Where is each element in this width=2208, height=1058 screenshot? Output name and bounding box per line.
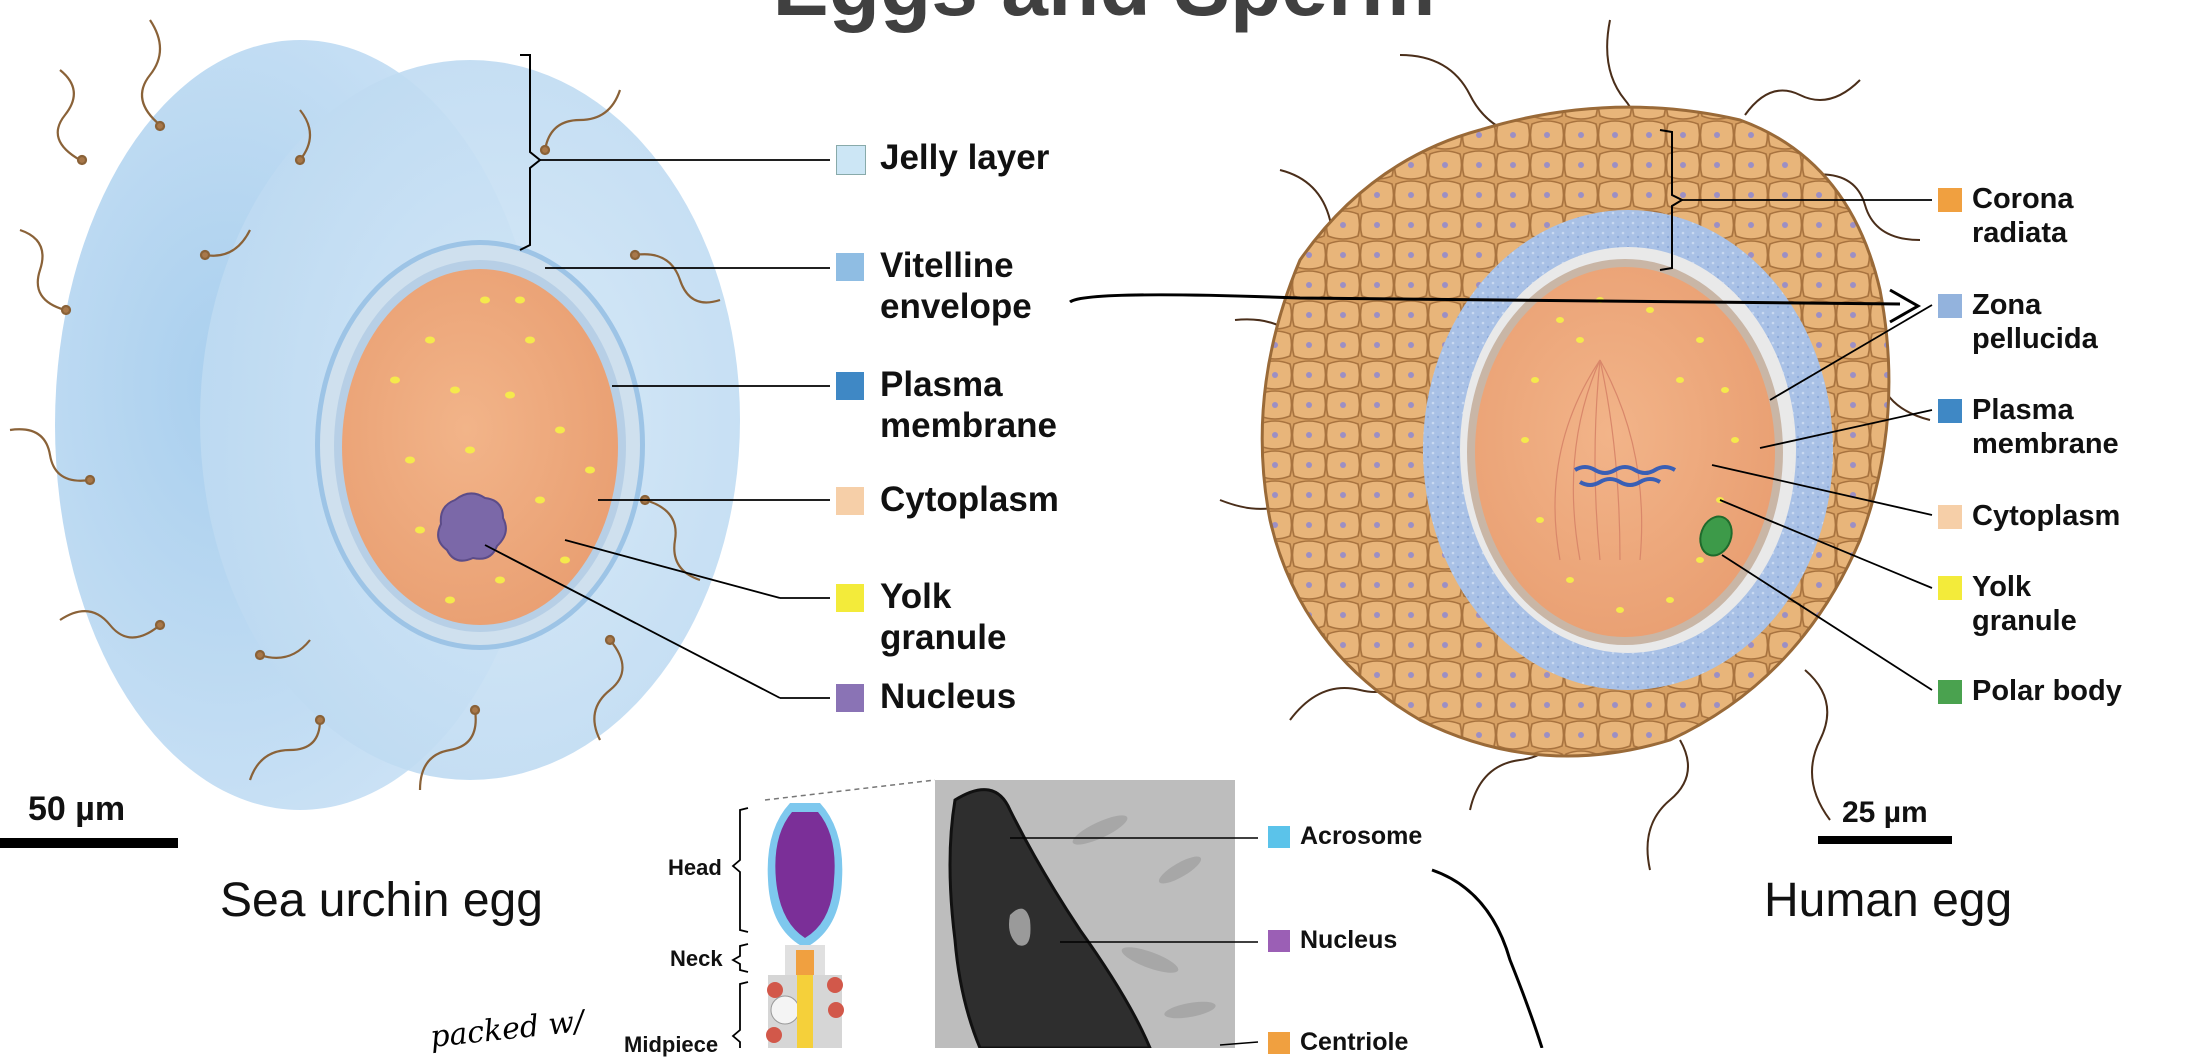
- acrosome-label: Acrosome: [1300, 822, 1423, 850]
- sperm-neck-label: Neck: [670, 946, 723, 971]
- human-cytoplasm-swatch: [1938, 505, 1962, 529]
- cytoplasm-swatch: [836, 487, 864, 515]
- sperm-nucleus-label: Nucleus: [1300, 926, 1398, 954]
- sea-urchin-scale-label: 50 µm: [28, 790, 126, 828]
- sea-urchin-egg-illustration: [9, 19, 830, 810]
- sperm-nucleus-swatch: [1268, 930, 1290, 952]
- plasma-membrane-label: Plasma membrane: [880, 365, 1058, 445]
- jelly-layer-swatch: [836, 145, 866, 175]
- slide-title: Eggs and Sperm: [0, 0, 2208, 35]
- sea-urchin-caption: Sea urchin egg: [220, 874, 543, 927]
- human-scale-bar: [1818, 836, 1952, 844]
- human-yolk-granule-label: Yolk granule: [1972, 571, 2077, 637]
- nucleus-shape: [437, 492, 507, 562]
- jelly-layer-label: Jelly layer: [880, 138, 1050, 177]
- plasma-membrane-swatch: [836, 372, 864, 400]
- corona-radiata-swatch: [1938, 188, 1962, 212]
- sperm-head-label: Head: [668, 855, 722, 880]
- acrosome-swatch: [1268, 826, 1290, 848]
- zona-pellucida-label: Zona pellucida: [1972, 289, 2098, 355]
- zona-pellucida-swatch: [1938, 294, 1962, 318]
- yolk-granule-swatch: [836, 584, 864, 612]
- human-scale-label: 25 µm: [1842, 796, 1928, 829]
- vitelline-envelope-label: Vitelline envelope: [880, 246, 1032, 326]
- nucleus-label: Nucleus: [880, 677, 1017, 716]
- polar-body-label: Polar body: [1972, 675, 2122, 707]
- human-plasma-membrane-swatch: [1938, 399, 1962, 423]
- sperm-illustration: [731, 779, 1259, 1048]
- yolk-granule-label: Yolk granule: [880, 577, 1007, 657]
- vitelline-envelope-swatch: [836, 253, 864, 281]
- human-caption: Human egg: [1764, 874, 2013, 927]
- human-cytoplasm-label: Cytoplasm: [1972, 500, 2121, 532]
- polar-body-shape: [1699, 515, 1733, 557]
- centriole-label: Centriole: [1300, 1028, 1409, 1056]
- nucleus-swatch: [836, 684, 864, 712]
- human-yolk-granule-swatch: [1938, 576, 1962, 600]
- cytoplasm-label: Cytoplasm: [880, 480, 1059, 519]
- corona-radiata-label: Corona radiata: [1972, 183, 2074, 249]
- handwritten-annotations: [1069, 288, 1922, 1048]
- polar-body-swatch: [1938, 680, 1962, 704]
- human-plasma-membrane-label: Plasma membrane: [1972, 394, 2119, 460]
- human-egg-illustration: [1219, 19, 1933, 871]
- centriole-swatch: [1268, 1032, 1290, 1054]
- sperm-midpiece-label: Midpiece: [624, 1032, 719, 1057]
- sea-urchin-scale-bar: [0, 838, 178, 848]
